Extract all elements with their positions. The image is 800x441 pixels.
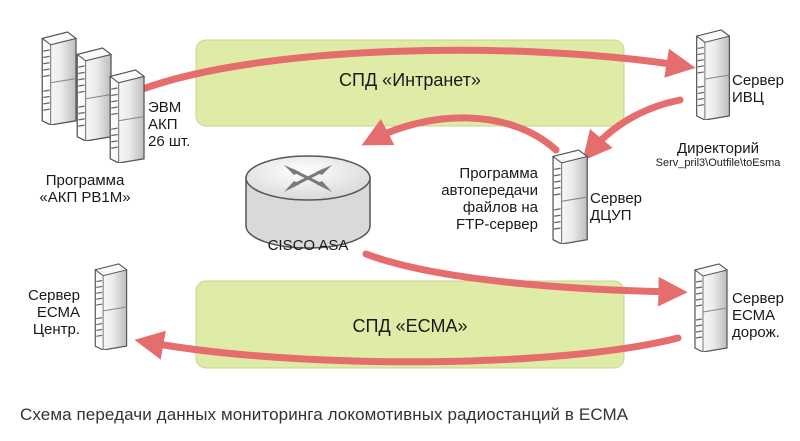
intranet-network-label: СПД «Интранет» — [339, 70, 481, 90]
dcup-program-line-3: файлов на — [462, 199, 538, 216]
dcup-program-label: Программа автопередачи файлов на FTP-сер… — [420, 165, 538, 233]
dcup-program-line-4: FTP-сервер — [456, 216, 538, 233]
cisco-router-icon — [245, 155, 371, 249]
dcup-server-label: Сервер ДЦУП — [590, 190, 642, 224]
ecma-central-server-label: Сервер ЕСМА Центр. — [6, 287, 80, 338]
arrow-dcup-to-router — [361, 114, 560, 154]
akp-program-line-2: «АКП РВ1М» — [39, 189, 131, 206]
ecma-central-line-2: ЕСМА — [36, 304, 80, 321]
evm-label-line-3: 26 шт. — [148, 133, 191, 150]
evm-label-line-1: ЭВМ — [148, 99, 182, 116]
figure-caption: Схема передачи данных мониторинга локомо… — [20, 405, 629, 424]
directory-line-1: Директорий — [676, 140, 760, 157]
arrow-router-to-road-server — [362, 250, 688, 307]
directory-path: Serv_pril3\Outfile\toEsma — [655, 157, 781, 169]
ivc-server-line-2: ИВЦ — [732, 89, 764, 106]
dcup-server-line-2: ДЦУП — [590, 207, 632, 224]
ecma-central-line-1: Сервер — [27, 287, 80, 304]
arrow-akp-to-ivc — [136, 46, 696, 94]
arrow-ivc-to-dcup — [582, 96, 684, 162]
arrow-road-to-central-server — [134, 330, 682, 366]
dcup-program-line-1: Программа — [459, 165, 538, 182]
ecma-network-band — [195, 280, 625, 369]
ecma-network-label: СПД «ЕСМА» — [352, 316, 468, 336]
ivc-server-icon — [695, 29, 731, 120]
ivc-server-line-1: Сервер — [732, 72, 785, 89]
evm-akp-server-icon — [41, 31, 145, 163]
ecma-central-server-icon — [94, 263, 128, 350]
ecma-central-line-3: Центр. — [32, 321, 80, 338]
dcup-program-line-2: автопередачи — [441, 182, 538, 199]
evm-label: ЭВМ АКП 26 шт. — [148, 99, 190, 150]
ecma-road-line-3: дорож. — [732, 324, 780, 341]
evm-label-line-2: АКП — [148, 116, 178, 133]
ecma-road-server-label: Сервер ЕСМА дорож. — [732, 290, 784, 341]
ecma-road-server-icon — [694, 263, 728, 352]
dcup-server-icon — [552, 149, 588, 244]
router-label: CISCO ASA — [267, 237, 349, 254]
ivc-server-label: Сервер ИВЦ — [732, 72, 784, 106]
akp-program-line-1: Программа — [45, 172, 125, 189]
dcup-server-line-1: Сервер — [590, 190, 643, 207]
ecma-road-line-1: Сервер — [732, 290, 785, 307]
akp-program-label: Программа «АКП РВ1М» — [39, 172, 130, 206]
ecma-road-line-2: ЕСМА — [732, 307, 776, 324]
directory-label: Директорий Serv_pril3\Outfile\toEsma — [656, 140, 781, 170]
